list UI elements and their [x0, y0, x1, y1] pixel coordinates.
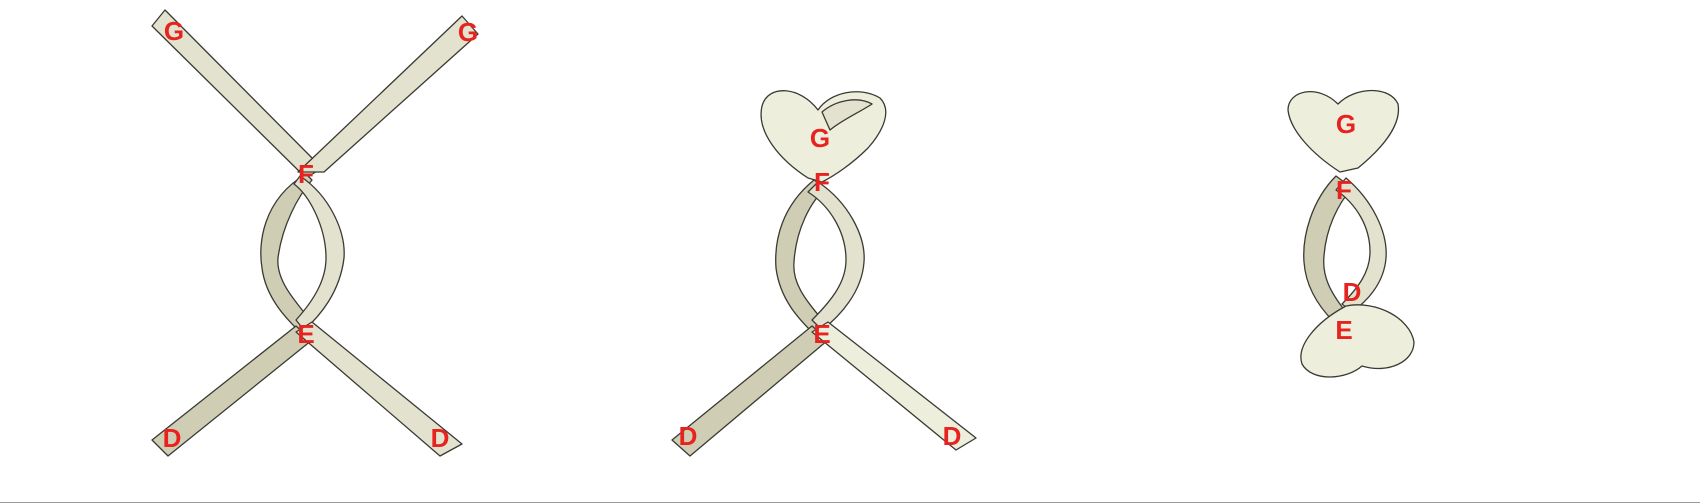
top-fold: [1287, 90, 1400, 173]
label-d-left: D: [162, 423, 182, 453]
label-d-left: D: [678, 421, 698, 451]
panel-3-ribbon: [1287, 90, 1415, 378]
bottom-fold: [1300, 304, 1415, 378]
loop-left: [260, 173, 313, 333]
label-g-right: G: [457, 17, 479, 47]
label-e: E: [1335, 315, 1353, 345]
label-f: F: [814, 167, 830, 197]
top-fold-inner: [821, 99, 873, 131]
label-g: G: [1335, 109, 1357, 139]
loop-right: [293, 175, 345, 331]
label-d-right: D: [430, 423, 450, 453]
label-e: E: [813, 319, 831, 349]
panel-2-ribbon: [671, 90, 977, 457]
label-f: F: [298, 159, 314, 189]
arm-upper-right: [297, 15, 479, 173]
label-d: D: [1342, 277, 1362, 307]
arm-lower-right: [295, 321, 463, 457]
loop-left: [775, 179, 827, 333]
label-f: F: [1336, 175, 1352, 205]
label-d-right: D: [942, 421, 962, 451]
label-g: G: [809, 123, 831, 153]
arm-lower-right: [811, 321, 977, 451]
bottom-divider: [0, 502, 1700, 503]
panel-1-ribbon: [151, 9, 479, 457]
loop-right: [807, 181, 865, 331]
label-e: E: [297, 319, 315, 349]
label-g-left: G: [163, 16, 185, 46]
